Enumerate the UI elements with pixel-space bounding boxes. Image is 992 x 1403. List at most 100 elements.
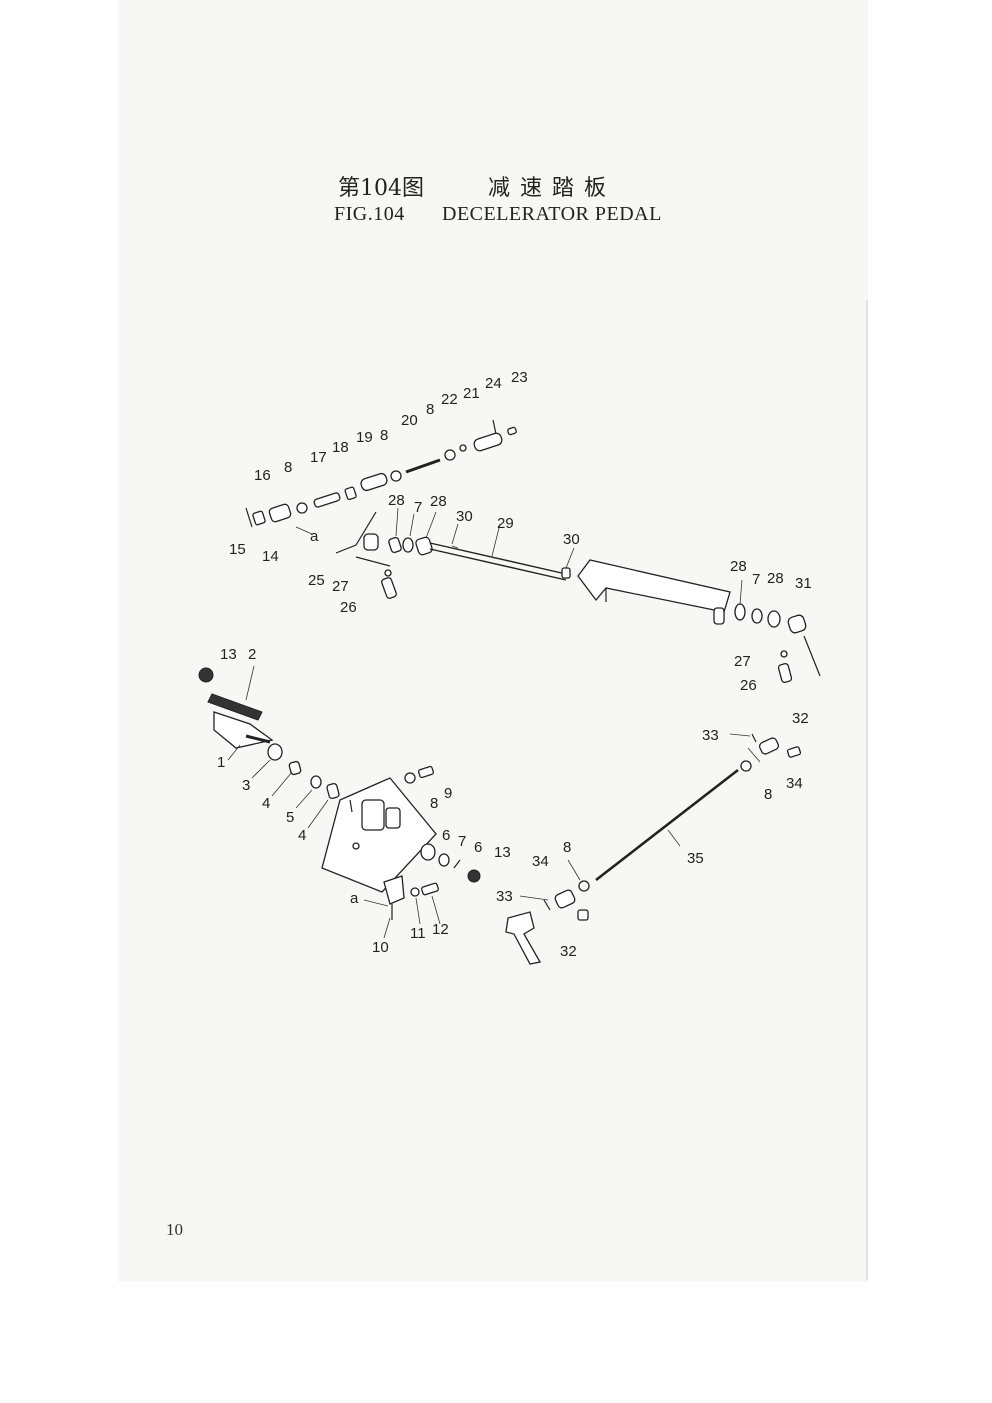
- leader-28b: [425, 511, 437, 539]
- callout-8f: 8: [563, 839, 571, 856]
- callout-13b: 13: [494, 844, 511, 861]
- callout-8d: 8: [430, 795, 438, 812]
- part-34-clevis-b: [554, 889, 576, 909]
- callout-34a: 34: [786, 775, 803, 792]
- part-28-bushing-b: [415, 536, 433, 556]
- pedal-pivot-block: [361, 799, 385, 831]
- leader-4a: [271, 771, 293, 797]
- part-25-lever-outline: [335, 511, 377, 554]
- part-16-rod-end: [268, 503, 292, 523]
- callout-6a: 6: [442, 827, 450, 844]
- bracket-hole: [352, 842, 360, 850]
- leader-30b: [565, 547, 575, 569]
- callout-4b: 4: [298, 827, 306, 844]
- part-35-rod: [595, 768, 739, 882]
- part-20-rod: [405, 458, 441, 474]
- figure-name-en: DECELERATOR PEDAL: [442, 203, 662, 225]
- callout-27a: 27: [332, 578, 349, 595]
- part-13-stopper-b: [467, 869, 481, 883]
- leader-1: [227, 744, 241, 761]
- callout-32b: 32: [560, 943, 577, 960]
- part-27-washer-a: [384, 569, 392, 577]
- callout-34b: 34: [532, 853, 549, 870]
- fuel-lever: [505, 911, 542, 965]
- callout-20: 20: [401, 412, 418, 429]
- part-6-bushing-a: [420, 843, 436, 861]
- callout-21: 21: [463, 385, 480, 402]
- leader-28a: [395, 507, 399, 537]
- callout-7a: 7: [414, 499, 422, 516]
- figure-number-cn: 第104图: [338, 176, 424, 201]
- part-33-pin-a: [751, 733, 757, 743]
- callout-5: 5: [286, 809, 294, 826]
- part-7-bearing-a: [402, 537, 414, 553]
- part-1-pedal-shaft: [245, 734, 271, 744]
- callout-14: 14: [262, 548, 279, 565]
- lower-rod-assembly: [505, 733, 802, 965]
- callout-16: 16: [254, 467, 271, 484]
- callout-24: 24: [485, 375, 502, 392]
- callout-7b: 7: [752, 571, 760, 588]
- callout-11: 11: [410, 925, 426, 942]
- part-21-clevis: [473, 432, 503, 452]
- part-25-lever: [363, 533, 379, 551]
- callout-8b: 8: [380, 427, 388, 444]
- part-10-lever: [383, 875, 405, 905]
- part-6-pin-b: [453, 859, 461, 869]
- part-31-arm: [803, 635, 821, 677]
- callout-2: 2: [248, 646, 256, 663]
- leader-4b: [307, 799, 329, 829]
- part-8-washer-a: [296, 502, 308, 514]
- callout-1: 1: [217, 754, 225, 771]
- part-29-bracket: [577, 559, 731, 613]
- part-32-bolt-b: [577, 909, 589, 921]
- callout-9: 9: [444, 785, 452, 802]
- leader-2: [245, 665, 255, 701]
- callout-30b: 30: [563, 531, 580, 548]
- callout-27b: 27: [734, 653, 751, 670]
- callout-10: 10: [372, 939, 389, 956]
- ref-a-leader-1: [295, 526, 313, 535]
- callout-28d: 28: [767, 570, 784, 587]
- callout-29: 29: [497, 515, 514, 532]
- ref-a-1: a: [310, 528, 319, 545]
- part-33-pin-b: [543, 899, 551, 911]
- part-24-pin: [492, 419, 497, 435]
- callout-28c: 28: [730, 558, 747, 575]
- part-12-bolt: [421, 882, 439, 896]
- callout-19: 19: [356, 429, 373, 446]
- callout-35: 35: [687, 850, 704, 867]
- part-8-washer-e: [740, 760, 752, 772]
- part-17-bolt: [313, 492, 341, 508]
- callout-28a: 28: [388, 492, 405, 509]
- figure-title-cn: 第104图减速踏板: [338, 170, 616, 202]
- leader-33b: [519, 895, 549, 901]
- part-8-washer-c: [444, 449, 456, 461]
- part-3-washer: [267, 743, 283, 761]
- pedal-pivot-cap: [385, 807, 401, 829]
- leader-30a: [451, 523, 459, 545]
- part-34-clevis-a: [758, 737, 780, 755]
- leader-11: [415, 897, 421, 925]
- leader-3: [251, 759, 271, 779]
- callout-25: 25: [308, 572, 325, 589]
- part-15-pin: [245, 507, 253, 528]
- part-29-shaft-top: [429, 542, 567, 575]
- part-32-bolt-a: [786, 746, 802, 758]
- callout-6b: 6: [474, 839, 482, 856]
- page-number: 10: [166, 1220, 183, 1239]
- part-19-turnbuckle: [360, 472, 388, 492]
- callout-26a: 26: [340, 599, 357, 616]
- part-9-bolt: [417, 765, 435, 779]
- callout-4a: 4: [262, 795, 270, 812]
- callout-7c: 7: [458, 833, 466, 850]
- callout-31: 31: [795, 575, 812, 592]
- part-27-washer-b: [780, 650, 788, 658]
- callout-32a: 32: [792, 710, 809, 727]
- part-31-lever: [787, 614, 807, 634]
- part-8-washer-d: [404, 772, 416, 784]
- callout-3: 3: [242, 777, 250, 794]
- part-5-spacer: [310, 775, 322, 789]
